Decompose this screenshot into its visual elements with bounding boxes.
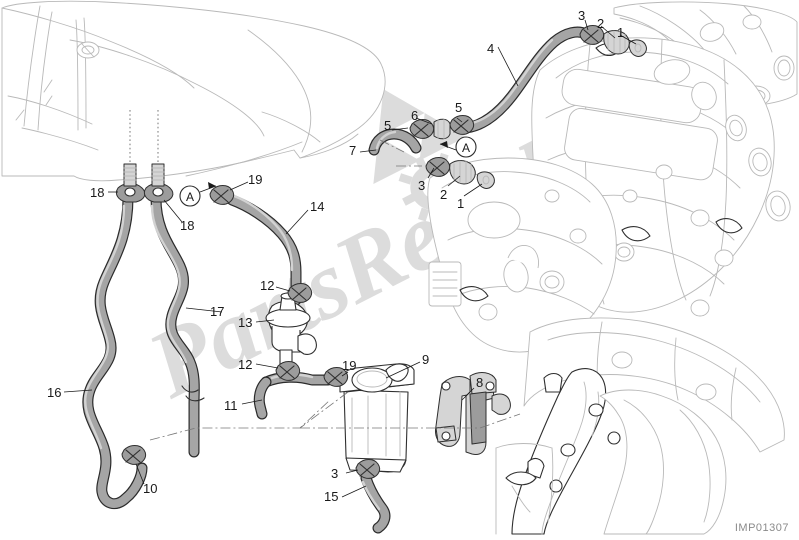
callout-1-mid: 1: [457, 196, 465, 211]
callout-8: 8: [476, 375, 484, 390]
callout-4: 4: [487, 41, 495, 56]
callout-6: 6: [411, 108, 419, 123]
section-marker-label: A: [462, 141, 470, 155]
callout-18-left: 18: [90, 185, 105, 200]
callout-19-lower: 19: [342, 358, 357, 373]
hose-14: [226, 194, 302, 306]
callout-3-upper: 3: [578, 8, 586, 23]
canister-bracket: [435, 372, 511, 455]
callout-16: 16: [47, 385, 62, 400]
hose-4: [460, 26, 592, 134]
section-marker-A-left: A: [179, 182, 217, 207]
callout-12-lower: 12: [238, 357, 253, 372]
side-fairing-outline: [495, 368, 727, 535]
hose-16: [82, 192, 148, 510]
hose-11: [253, 371, 334, 420]
fuel-tank-outline: [1, 0, 386, 182]
alignment-lines: [149, 139, 521, 441]
callout-5-right: 5: [455, 100, 463, 115]
diagram-code: IMP01307: [734, 522, 789, 534]
callout-5-left: 5: [384, 118, 392, 133]
callout-13: 13: [238, 315, 253, 330]
callout-1-upper: 1: [617, 25, 625, 40]
callout-11: 11: [224, 398, 238, 413]
section-marker-label: A: [186, 190, 194, 204]
callout-17: 17: [210, 304, 225, 319]
callout-18-right: 18: [180, 218, 195, 233]
hose-15: [360, 472, 391, 534]
purge-valve: [265, 292, 317, 365]
hose-17: [150, 192, 205, 458]
leader-lines: [63, 19, 637, 498]
callout-15: 15: [324, 489, 339, 504]
callout-10: 10: [143, 481, 158, 496]
callout-2-mid: 2: [440, 187, 448, 202]
hose-7: [368, 128, 422, 156]
section-marker-A-upper: A: [439, 136, 477, 158]
callout-3-mid: 3: [418, 178, 426, 193]
callout-3-lower: 3: [331, 466, 339, 481]
callout-7: 7: [349, 143, 357, 158]
callout-2-upper: 2: [597, 16, 605, 31]
carbon-canister-body: [339, 363, 415, 473]
callout-12-upper: 12: [260, 278, 275, 293]
callout-14: 14: [310, 199, 325, 214]
callout-9: 9: [422, 352, 430, 367]
engine-assembly-outline: [427, 1, 798, 453]
callout-19-upper: 19: [248, 172, 263, 187]
